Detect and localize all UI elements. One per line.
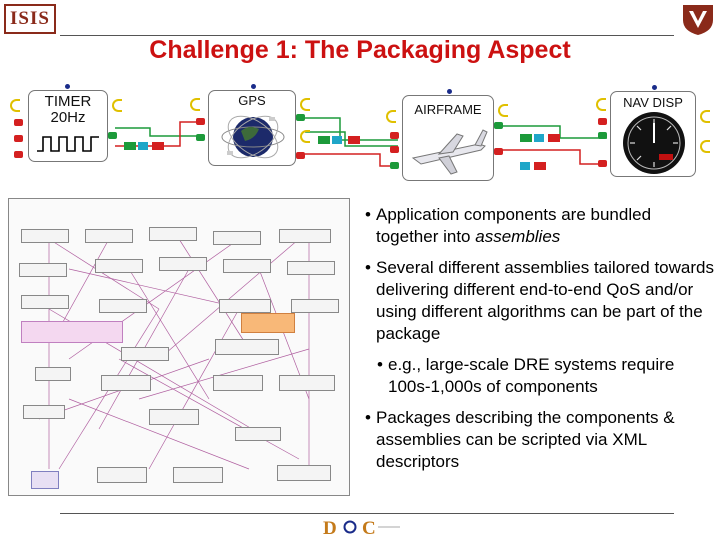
diagram-node (215, 339, 279, 355)
gps-in-port-1[interactable] (196, 118, 205, 125)
assembly-diagram-lines (38, 238, 310, 470)
nav-disp-component[interactable]: NAV DISP (610, 91, 696, 177)
bullet-text: e.g., large-scale DRE systems require 10… (388, 355, 675, 396)
bullet-item: • Packages describing the components & a… (360, 407, 715, 473)
bullet-item: • Application components are bundled tog… (360, 204, 715, 248)
gauge-icon (623, 112, 685, 174)
diagram-node (277, 465, 331, 481)
airframe-event-pin (447, 89, 452, 94)
nav-disp-in-port-3[interactable] (598, 160, 607, 167)
square-wave-icon (37, 136, 99, 152)
diagram-note (241, 313, 295, 333)
page-title: Challenge 1: The Packaging Aspect (149, 36, 571, 64)
diagram-node (279, 375, 335, 391)
diagram-legend (31, 471, 59, 489)
diagram-node (235, 427, 281, 441)
footer-rule (60, 513, 674, 514)
gps-out-port-2[interactable] (296, 152, 305, 159)
diagram-node (99, 299, 147, 313)
gps-facet-3[interactable] (190, 98, 200, 111)
gps-event-pin (251, 84, 256, 89)
bullet-item: • Several different assemblies tailored … (360, 257, 715, 345)
isis-logo: ISIS (4, 4, 56, 34)
nav-disp-facet-3[interactable] (700, 140, 710, 153)
diagram-node (287, 261, 335, 275)
diagram-node (19, 263, 67, 277)
diagram-node (213, 375, 263, 391)
diagram-node (121, 347, 169, 361)
diagram-node (279, 229, 331, 243)
gps-label: GPS (238, 93, 266, 108)
nav-disp-in-port-1[interactable] (598, 118, 607, 125)
header-rule (60, 35, 674, 36)
diagram-node (159, 257, 207, 271)
nav-disp-event-pin (652, 85, 657, 90)
diagram-node (219, 299, 271, 313)
bullet-dot: • (377, 355, 383, 374)
bullet-text: Several different assemblies tailored to… (376, 258, 714, 343)
airframe-in-port-2[interactable] (390, 146, 399, 153)
bullet-list: • Application components are bundled tog… (360, 204, 715, 482)
diagram-node (35, 367, 71, 381)
diagram-node (101, 375, 151, 391)
gps-in-port-2[interactable] (196, 134, 205, 141)
airframe-out-port-1[interactable] (494, 122, 503, 129)
gps-component[interactable]: GPS (208, 90, 296, 166)
nav-disp-label: NAV DISP (623, 95, 683, 110)
diagram-node (21, 295, 69, 309)
diagram-node (21, 229, 69, 243)
bullet-dot: • (365, 205, 371, 224)
timer-rate-label: 20Hz (50, 109, 86, 126)
diagram-note (21, 321, 123, 343)
gps-out-port-1[interactable] (296, 114, 305, 121)
bullet-dot: • (365, 408, 371, 427)
timer-facet-2[interactable] (112, 99, 122, 112)
timer-event-pin (65, 84, 70, 89)
svg-text:D: D (323, 518, 337, 538)
bullet-text: Packages describing the components & ass… (376, 408, 675, 471)
airframe-in-port-3[interactable] (390, 162, 399, 169)
airframe-in-port-1[interactable] (390, 132, 399, 139)
airframe-out-port-2[interactable] (494, 148, 503, 155)
doc-logo: D C (323, 518, 400, 538)
nav-disp-facet-1[interactable] (596, 98, 606, 111)
diagram-node (213, 231, 261, 245)
diagram-node (223, 259, 271, 273)
diagram-node (173, 467, 223, 483)
svg-text:C: C (362, 518, 376, 538)
diagram-node (291, 299, 339, 313)
gps-facet-2[interactable] (300, 130, 310, 143)
timer-component[interactable]: TIMER 20Hz (28, 90, 108, 162)
bullet-emphasis: assemblies (475, 227, 561, 246)
timer-in-port-1[interactable] (14, 119, 23, 126)
diagram-node (149, 409, 199, 425)
airframe-label: AIRFRAME (414, 102, 482, 117)
nav-disp-facet-2[interactable] (700, 110, 710, 123)
timer-in-port-2[interactable] (14, 135, 23, 142)
diagram-node (85, 229, 133, 243)
sub-bullet-item: • e.g., large-scale DRE systems require … (372, 354, 715, 398)
vanderbilt-logo (683, 5, 713, 35)
timer-in-port-3[interactable] (14, 151, 23, 158)
timer-label: TIMER (44, 93, 92, 110)
assembly-diagram (8, 198, 350, 496)
diagram-node (95, 259, 143, 273)
bullet-dot: • (365, 258, 371, 277)
diagram-node (23, 405, 65, 419)
timer-facet-1[interactable] (10, 99, 20, 112)
diagram-node (149, 227, 197, 241)
bullet-text: Application components are bundled toget… (376, 205, 652, 246)
satellite-globe-icon (221, 115, 285, 159)
aircraft-icon (411, 129, 488, 175)
airframe-facet-2[interactable] (386, 110, 396, 123)
airframe-facet-1[interactable] (498, 104, 508, 117)
gps-facet-1[interactable] (300, 98, 310, 111)
diagram-node (97, 467, 147, 483)
nav-disp-in-port-2[interactable] (598, 132, 607, 139)
airframe-component[interactable]: AIRFRAME (402, 95, 494, 181)
timer-out-port[interactable] (108, 132, 117, 139)
component-wiring (115, 117, 607, 170)
